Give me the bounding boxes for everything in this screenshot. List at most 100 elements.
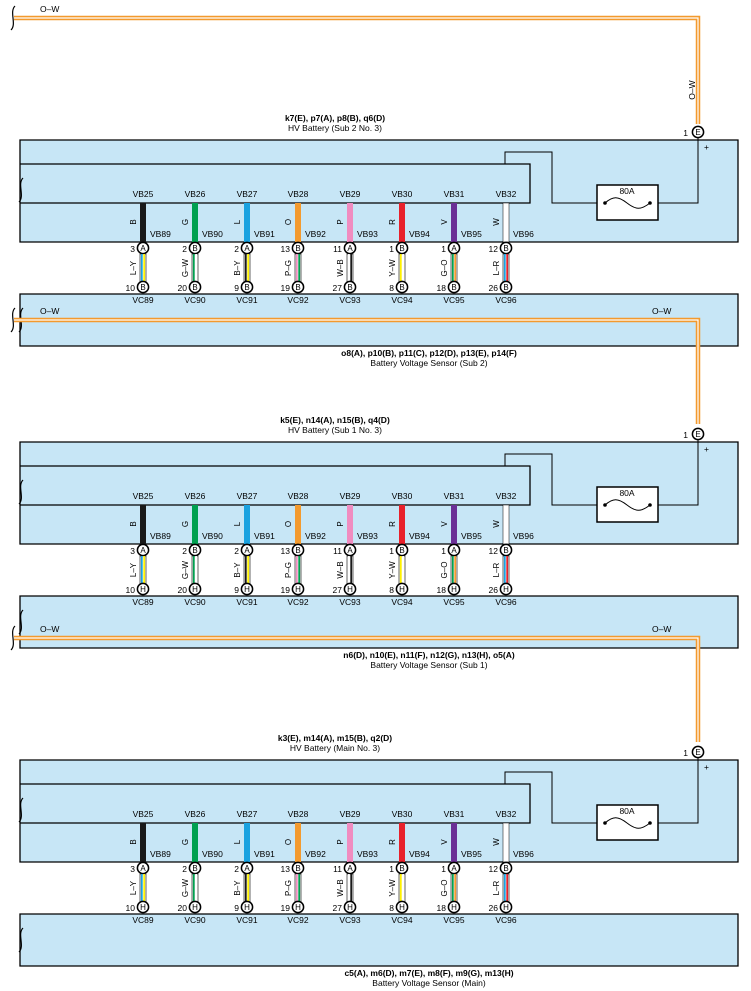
bottom-pin-number: 18 bbox=[437, 585, 447, 595]
connector-circle bbox=[691, 427, 705, 441]
bottom-pin-number: 8 bbox=[389, 903, 394, 913]
wire-segment bbox=[347, 505, 353, 544]
fuse-rating: 80A bbox=[619, 488, 634, 498]
mid-wire bbox=[243, 253, 251, 283]
harness-wire-label-right: O–W bbox=[652, 306, 671, 316]
connector-circle bbox=[499, 900, 513, 914]
mid-wire-code: Y–W bbox=[388, 879, 397, 897]
terminal-label: VB30 bbox=[392, 189, 413, 199]
connector-icon: A bbox=[447, 543, 461, 557]
wire-color-code: L bbox=[233, 219, 242, 224]
connector-letter: B bbox=[295, 546, 300, 555]
sensor-part-codes: o8(A), p10(B), p11(C), p12(D), p13(E), p… bbox=[341, 348, 517, 358]
connector-letter: H bbox=[347, 903, 353, 912]
vc-label: VC96 bbox=[495, 597, 517, 607]
top-pin-number: 11 bbox=[333, 546, 342, 556]
mid-wire-code: L–Y bbox=[129, 880, 138, 895]
wire-segment bbox=[451, 203, 457, 242]
connector-circle bbox=[395, 582, 409, 596]
wire-break-icon bbox=[18, 927, 24, 953]
connector-icon: B bbox=[395, 861, 409, 875]
top-pin-number: 1 bbox=[441, 244, 446, 254]
mid-wire bbox=[139, 873, 147, 903]
wire-segment bbox=[295, 823, 301, 862]
connector-circle bbox=[395, 543, 409, 557]
wire-segment bbox=[502, 504, 510, 545]
terminal-label: VB31 bbox=[444, 491, 465, 501]
connector-circle bbox=[188, 280, 202, 294]
connector-circle bbox=[447, 280, 461, 294]
connector-letter: A bbox=[140, 864, 146, 873]
wire-segment bbox=[347, 203, 353, 242]
connector-icon: B bbox=[499, 543, 513, 557]
wire-color-code: L bbox=[233, 521, 242, 526]
connector-letter: B bbox=[503, 244, 508, 253]
bottom-pin-number: 26 bbox=[489, 283, 499, 293]
fuse-box bbox=[596, 804, 659, 841]
vb-side-label: VB96 bbox=[513, 849, 534, 859]
connector-letter: A bbox=[451, 864, 457, 873]
mid-wire-code: P–G bbox=[284, 880, 293, 896]
top-pin-number: 1 bbox=[389, 244, 394, 254]
connector-circle bbox=[188, 582, 202, 596]
mid-wire-code: L–R bbox=[492, 562, 501, 577]
bottom-pin-number: 10 bbox=[126, 585, 136, 595]
wire-color-code: W bbox=[492, 838, 501, 846]
connector-letter: H bbox=[192, 585, 198, 594]
vb-side-label: VB95 bbox=[461, 229, 482, 239]
connector-letter: B bbox=[192, 546, 197, 555]
terminal-label: VB31 bbox=[444, 809, 465, 819]
vb-side-label: VB92 bbox=[305, 229, 326, 239]
vb-side-label: VB95 bbox=[461, 849, 482, 859]
connector-icon: H bbox=[136, 582, 150, 596]
top-pin-number: 13 bbox=[281, 244, 291, 254]
mid-wire-code: Y–W bbox=[388, 561, 397, 579]
hv-battery-part-name: HV Battery (Sub 1 No. 3) bbox=[288, 425, 382, 435]
connector-letter: H bbox=[503, 903, 509, 912]
bottom-pin-number: 10 bbox=[126, 903, 136, 913]
connector-letter: A bbox=[140, 546, 146, 555]
wire-color-code: W bbox=[492, 218, 501, 226]
top-pin-number: 2 bbox=[182, 864, 187, 874]
connector-icon: B bbox=[291, 543, 305, 557]
wire-break-icon bbox=[10, 307, 16, 333]
bottom-pin-number: 8 bbox=[389, 585, 394, 595]
mid-wire-code: G–O bbox=[440, 880, 449, 897]
connector-letter: B bbox=[192, 864, 197, 873]
vc-label: VC90 bbox=[184, 915, 206, 925]
mid-wire-code: L–R bbox=[492, 260, 501, 275]
vc-label: VC92 bbox=[287, 597, 309, 607]
mid-wire-code: L–Y bbox=[129, 562, 138, 577]
connector-circle bbox=[291, 582, 305, 596]
connector-icon: A bbox=[343, 543, 357, 557]
connector-icon: A bbox=[240, 543, 254, 557]
connector-icon: H bbox=[291, 900, 305, 914]
hv-battery-pin: 1 bbox=[683, 748, 688, 758]
fuse-wire-right bbox=[658, 758, 699, 824]
connector-icon: B bbox=[499, 241, 513, 255]
fuse-dot bbox=[648, 201, 652, 205]
connector-letter: B bbox=[192, 283, 197, 292]
bottom-pin-number: 26 bbox=[489, 903, 499, 913]
mid-wire-code: G–O bbox=[440, 260, 449, 277]
wire-color-code: P bbox=[336, 521, 345, 526]
vb-side-label: VB90 bbox=[202, 849, 223, 859]
connector-circle bbox=[188, 241, 202, 255]
wire-color-code: R bbox=[388, 521, 397, 527]
bottom-pin-number: 9 bbox=[234, 585, 239, 595]
connector-icon: B bbox=[188, 543, 202, 557]
top-pin-number: 2 bbox=[182, 244, 187, 254]
wire-segment bbox=[140, 203, 146, 242]
top-pin-number: 3 bbox=[130, 244, 135, 254]
mid-wire-code: B–Y bbox=[233, 260, 242, 276]
connector-letter: H bbox=[244, 585, 250, 594]
mid-wire-code: Y–W bbox=[388, 259, 397, 277]
wire-color-code: O bbox=[284, 219, 293, 225]
